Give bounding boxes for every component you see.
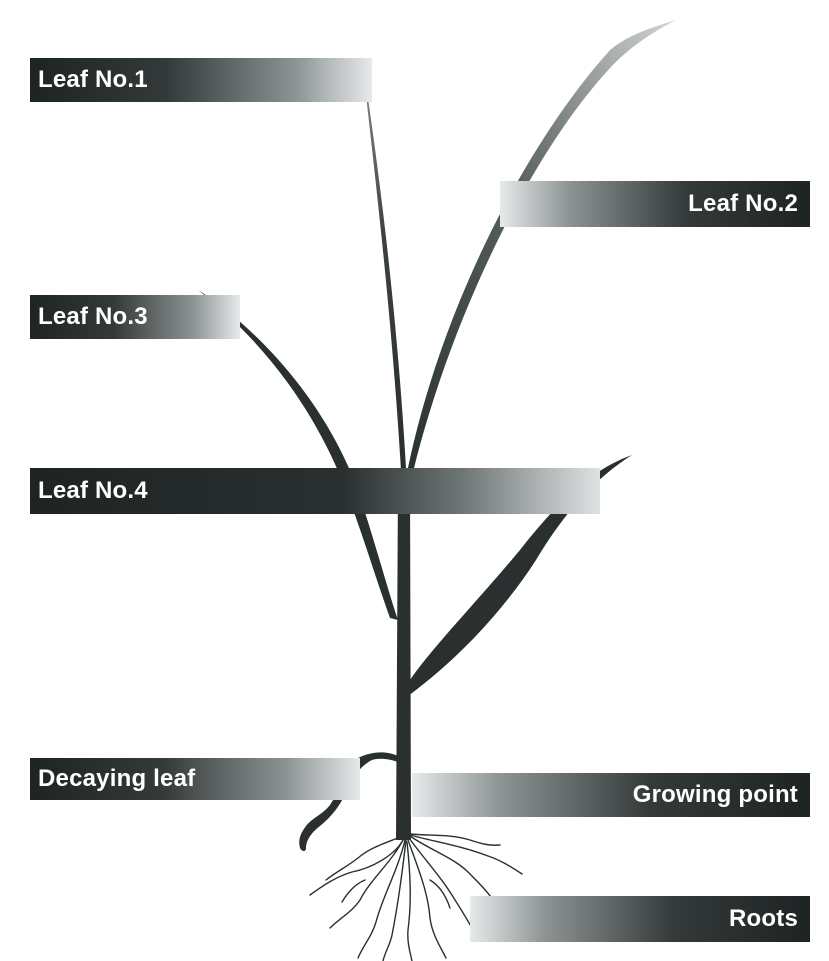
leaf-3-blade — [198, 290, 398, 620]
label-leaf-4-text: Leaf No.4 — [38, 477, 148, 505]
label-roots: Roots — [470, 896, 810, 942]
label-leaf-1: Leaf No.1 — [30, 58, 372, 102]
label-growing-point-text: Growing point — [633, 781, 798, 809]
label-leaf-2-text: Leaf No.2 — [688, 190, 798, 218]
label-leaf-3-text: Leaf No.3 — [38, 303, 148, 331]
label-leaf-3: Leaf No.3 — [30, 295, 240, 339]
label-leaf-2: Leaf No.2 — [500, 181, 810, 227]
leaf-2-blade — [402, 20, 676, 503]
label-growing-point: Growing point — [412, 773, 810, 817]
label-leaf-1-text: Leaf No.1 — [38, 66, 148, 94]
label-decaying-leaf: Decaying leaf — [30, 758, 360, 800]
label-roots-text: Roots — [729, 905, 798, 933]
label-decaying-leaf-text: Decaying leaf — [38, 765, 195, 793]
leaf-1-blade — [362, 56, 408, 505]
label-leaf-4: Leaf No.4 — [30, 468, 600, 514]
stem — [396, 480, 411, 840]
